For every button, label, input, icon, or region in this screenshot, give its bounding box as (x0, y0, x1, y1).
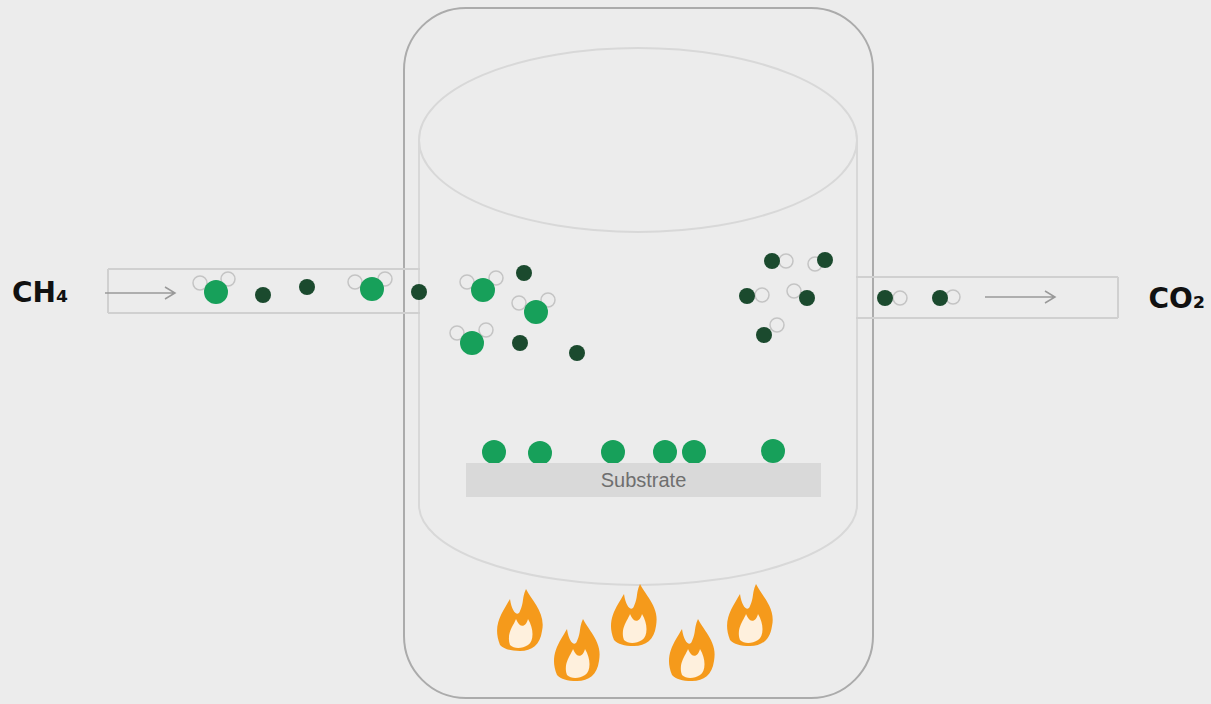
flame-core (509, 619, 533, 648)
carbon-atom (204, 280, 228, 304)
cylinder-body (419, 140, 857, 585)
hydrogen-atom (479, 323, 493, 337)
substrate-plate: Substrate (466, 463, 821, 497)
oxygen-atom (764, 253, 780, 269)
hydrogen-atom (348, 275, 362, 289)
carbon-atom (471, 278, 495, 302)
oxygen-atom (299, 279, 315, 295)
hydrogen-atom (787, 284, 801, 298)
gas-label: CO₂ (1148, 282, 1205, 315)
carbon-atom (653, 440, 677, 464)
burner-flames (497, 584, 773, 681)
hydrogen-atom (946, 290, 960, 304)
flame-core (566, 649, 590, 678)
outlet-pipe (856, 277, 1118, 318)
flame (554, 619, 600, 681)
carbon-atom (524, 300, 548, 324)
flame-core (739, 614, 763, 643)
flame (669, 619, 715, 681)
carbon-atom (601, 440, 625, 464)
flow-arrow (105, 287, 1055, 303)
chamber-housing (404, 8, 873, 698)
molecules (193, 252, 960, 465)
inlet-pipe (108, 269, 420, 313)
oxygen-atom (756, 327, 772, 343)
oxygen-atom (739, 288, 755, 304)
oxygen-atom (411, 284, 427, 300)
carbon-atom (482, 440, 506, 464)
hydrogen-atom (779, 254, 793, 268)
carbon-atom (460, 331, 484, 355)
carbon-atom (528, 441, 552, 465)
oxygen-atom (799, 290, 815, 306)
flame-core (681, 649, 705, 678)
hydrogen-atom (755, 288, 769, 302)
flame (727, 584, 773, 646)
substrate-label: Substrate (601, 469, 687, 492)
carbon-atom (360, 277, 384, 301)
oxygen-atom (817, 252, 833, 268)
cylinder-top (419, 48, 857, 232)
hydrogen-atom (512, 296, 526, 310)
hydrogen-atom (770, 318, 784, 332)
oxygen-atom (255, 287, 271, 303)
oxygen-atom (512, 335, 528, 351)
gas-label: CH₄ (12, 276, 68, 309)
oxygen-atom (569, 345, 585, 361)
oxygen-atom (516, 265, 532, 281)
flame (497, 589, 543, 651)
oxygen-atom (877, 290, 893, 306)
flame-core (623, 614, 647, 643)
hydrogen-atom (893, 291, 907, 305)
oxygen-atom (932, 290, 948, 306)
carbon-atom (761, 439, 785, 463)
flame (611, 584, 657, 646)
carbon-atom (682, 440, 706, 464)
